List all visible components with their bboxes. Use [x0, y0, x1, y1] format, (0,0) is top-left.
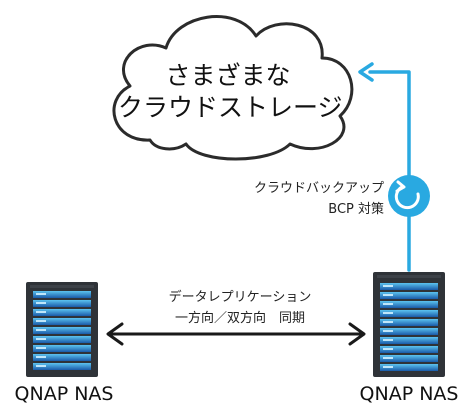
backup-label-line2: BCP 対策	[328, 202, 384, 217]
nas-left-label: QNAP NAS	[14, 383, 114, 405]
backup-arrowhead	[358, 62, 374, 82]
cloud-shape	[112, 15, 354, 161]
backup-connector	[368, 70, 411, 272]
cloud-label-line2: クラウドストレージ	[118, 93, 343, 122]
nas-left-device	[26, 282, 98, 377]
double-arrow-icon	[106, 322, 366, 346]
cloud-label-line1: さまざまな	[165, 61, 291, 90]
replication-label-line1: データレプリケーション	[168, 290, 312, 305]
nas-right-device	[373, 272, 445, 377]
circular-sync-icon	[388, 175, 430, 217]
nas-right-label: QNAP NAS	[359, 383, 459, 405]
replication-label-line2: 一方向／双方向 同期	[174, 311, 305, 326]
backup-label-line1: クラウドバックアップ	[253, 181, 384, 196]
